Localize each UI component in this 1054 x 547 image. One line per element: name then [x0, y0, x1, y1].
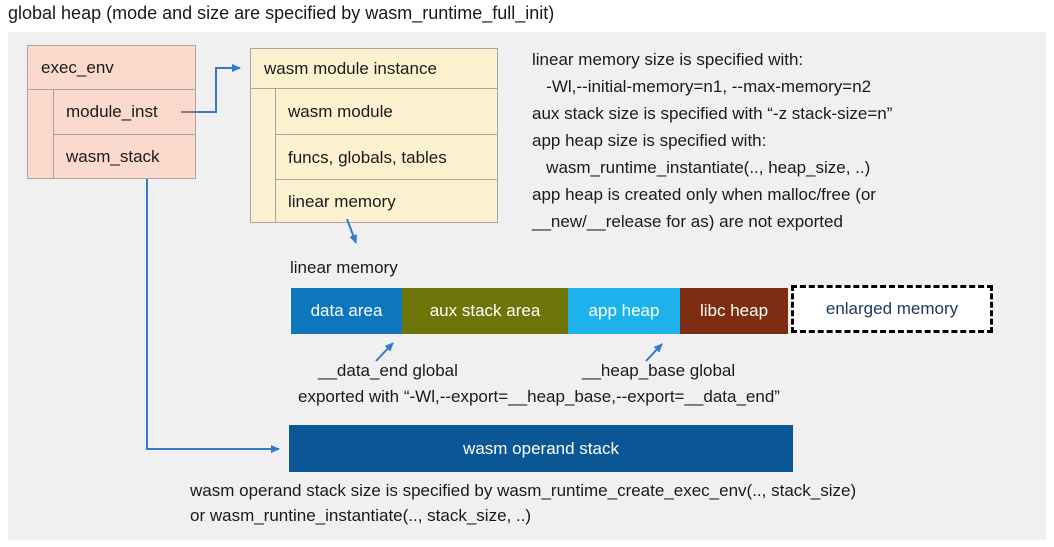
heap-base-global-label: __heap_base global	[582, 361, 736, 380]
note-line: -Wl,--initial-memory=n1, --max-memory=n2	[532, 77, 872, 96]
exec-env-row-wasm-stack: wasm_stack	[54, 134, 195, 178]
module-instance-members: wasm module funcs, globals, tables linea…	[275, 89, 497, 222]
note-line: wasm_runtime_instantiate(.., heap_size, …	[532, 158, 871, 177]
data-end-global-label: __data_end global	[318, 361, 458, 380]
segment-data-area: data area	[291, 288, 402, 334]
module-instance-box: wasm module instance wasm module funcs, …	[250, 48, 498, 223]
segment-app-heap: app heap	[568, 288, 680, 334]
exec-env-row-module-inst: module_inst	[66, 102, 158, 121]
diagram-title: global heap (mode and size are specified…	[8, 3, 555, 23]
linear-memory-label: linear memory	[290, 258, 398, 277]
memory-size-notes: linear memory size is specified with: -W…	[532, 46, 892, 235]
note-line: linear memory size is specified with:	[532, 50, 804, 69]
linear-memory-bar: data area aux stack area app heap libc h…	[291, 288, 788, 334]
segment-enlarged-memory: enlarged memory	[791, 285, 993, 333]
exec-env-members: module_inst wasm_stack	[53, 90, 195, 178]
operand-stack-note-line1: wasm operand stack size is specified by …	[190, 481, 857, 500]
note-line: app heap size is specified with:	[532, 131, 767, 150]
note-line: aux stack size is specified with “-z sta…	[532, 104, 893, 123]
exec-env-box: exec_env module_inst wasm_stack	[27, 45, 196, 179]
exported-flags-label: exported with “-Wl,--export=__heap_base,…	[298, 387, 780, 406]
module-instance-header: wasm module instance	[251, 49, 497, 89]
segment-libc-heap: libc heap	[680, 288, 788, 334]
module-instance-row-linear-memory: linear memory	[276, 179, 497, 222]
module-instance-row-funcs-globals-tables: funcs, globals, tables	[276, 134, 497, 179]
note-line: app heap is created only when malloc/fre…	[532, 185, 876, 204]
module-instance-row-wasm-module: wasm module	[288, 102, 393, 121]
wasm-operand-stack-bar: wasm operand stack	[289, 425, 793, 472]
segment-aux-stack-area: aux stack area	[402, 288, 568, 334]
operand-stack-note-line2: or wasm_runtine_instantiate(.., stack_si…	[190, 506, 532, 525]
note-line: __new/__release for as) are not exported	[532, 212, 843, 231]
exec-env-header: exec_env	[28, 46, 195, 90]
